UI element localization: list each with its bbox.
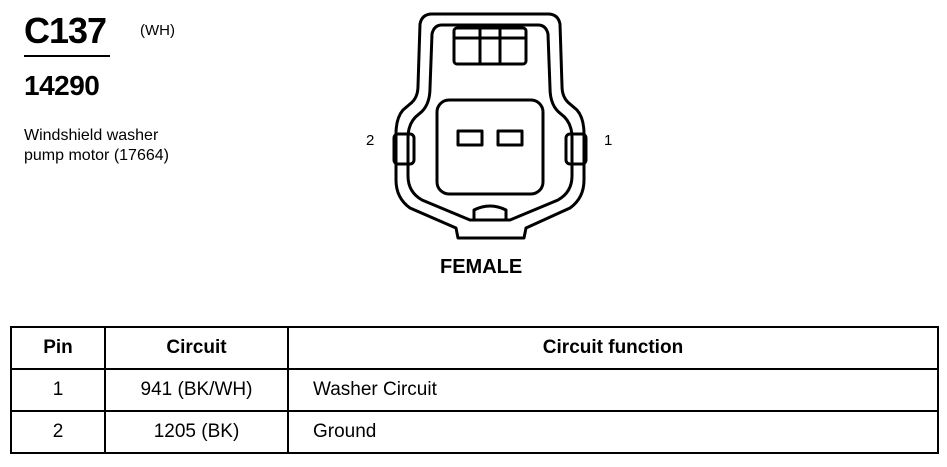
description-line: Windshield washer xyxy=(24,127,159,144)
header-pin: Pin xyxy=(10,326,106,370)
cell-pin: 1 xyxy=(10,368,106,412)
table-row: 1 941 (BK/WH) Washer Circuit xyxy=(10,368,939,412)
pinout-table: Pin Circuit Circuit function 1 941 (BK/W… xyxy=(10,326,939,454)
header-circuit: Circuit xyxy=(104,326,289,370)
connector-face-diagram xyxy=(392,12,588,240)
locking-latch xyxy=(452,26,528,66)
table-header-row: Pin Circuit Circuit function xyxy=(10,326,939,370)
cell-circuit-function: Ground xyxy=(287,410,939,454)
cell-circuit: 1205 (BK) xyxy=(104,410,289,454)
header-circuit-function: Circuit function xyxy=(287,326,939,370)
connector-color-code: (WH) xyxy=(140,22,175,39)
terminal-cavity xyxy=(435,98,545,196)
connector-housing-outer xyxy=(394,12,586,240)
title-rule xyxy=(24,55,110,57)
pin-label-left: 2 xyxy=(366,132,375,149)
description-line: pump motor (17664) xyxy=(24,147,169,164)
cell-pin: 2 xyxy=(10,410,106,454)
part-number: 14290 xyxy=(24,70,100,101)
connector-housing-inner xyxy=(406,23,574,222)
connector-gender-label: FEMALE xyxy=(440,256,523,278)
cell-circuit: 941 (BK/WH) xyxy=(104,368,289,412)
keying-tab-right xyxy=(564,132,588,166)
bottom-key xyxy=(472,204,508,220)
connector-description: Windshield washer pump motor (17664) xyxy=(24,126,224,166)
terminal-slot-1 xyxy=(496,129,524,147)
connector-id: C137 xyxy=(24,10,107,51)
table-row: 2 1205 (BK) Ground xyxy=(10,410,939,454)
pin-label-right: 1 xyxy=(604,132,613,149)
cell-circuit-function: Washer Circuit xyxy=(287,368,939,412)
keying-tab-left xyxy=(392,132,416,166)
terminal-slot-2 xyxy=(456,129,484,147)
